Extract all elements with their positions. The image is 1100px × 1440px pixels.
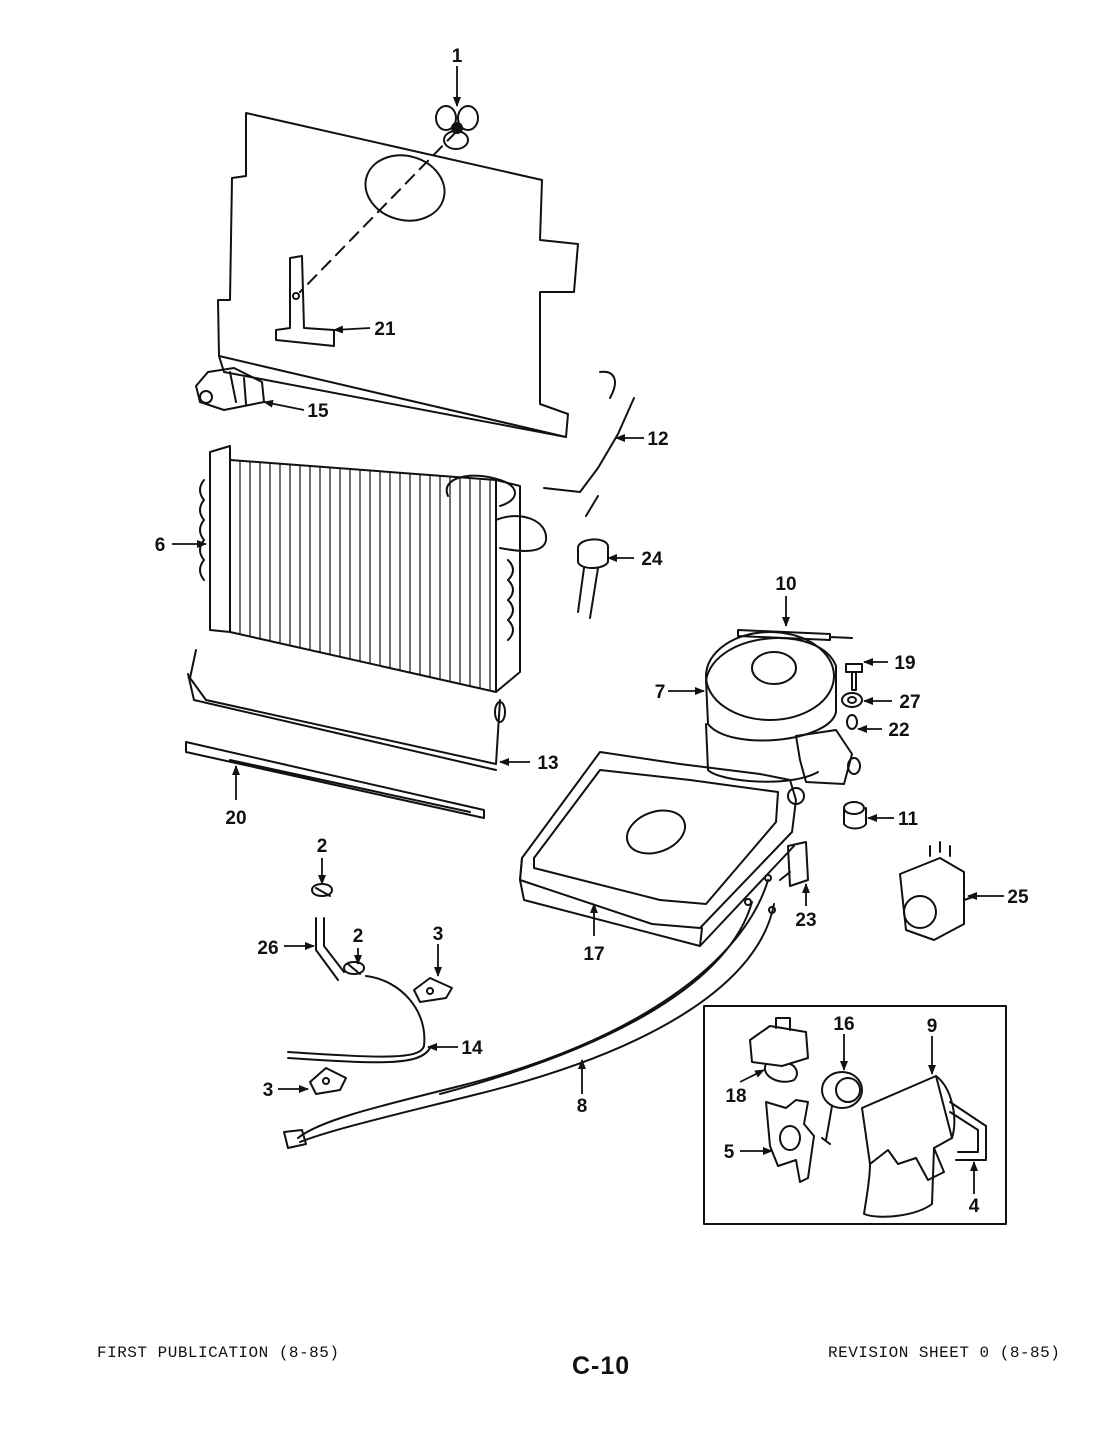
grommet bbox=[843, 801, 867, 830]
fan-motor bbox=[195, 367, 265, 411]
page-code: C-10 bbox=[572, 1352, 631, 1380]
callout-24: 24 bbox=[641, 549, 663, 570]
callout-7: 7 bbox=[655, 682, 666, 703]
capillary-tube bbox=[543, 397, 635, 493]
hose-clamp bbox=[311, 883, 333, 897]
back-panel bbox=[217, 112, 579, 438]
callout-25: 25 bbox=[1007, 887, 1029, 908]
leader-18 bbox=[739, 1069, 765, 1083]
defrost-timer bbox=[899, 841, 977, 941]
panel-lower-lip bbox=[218, 355, 567, 438]
leader-15 bbox=[263, 399, 305, 411]
callout-6: 6 bbox=[155, 535, 166, 556]
callout-15: 15 bbox=[307, 401, 329, 422]
callout-8: 8 bbox=[577, 1096, 588, 1117]
filter-drier bbox=[737, 629, 853, 641]
callout-1: 1 bbox=[452, 46, 463, 67]
callout-21: 21 bbox=[374, 319, 396, 340]
callout-14: 14 bbox=[461, 1038, 483, 1059]
fan-center-line bbox=[299, 131, 457, 293]
callout-19: 19 bbox=[894, 653, 915, 674]
tube-clip bbox=[413, 977, 453, 1003]
callout-11: 11 bbox=[898, 809, 919, 830]
fan-blade bbox=[435, 105, 479, 150]
hose-clamp bbox=[343, 961, 365, 975]
callout-12: 12 bbox=[647, 429, 668, 450]
wire-harness bbox=[283, 874, 776, 1149]
mounting-screw bbox=[845, 663, 863, 691]
tube-clip bbox=[309, 1067, 347, 1095]
drain-hose-long bbox=[287, 975, 431, 1064]
callout-4: 4 bbox=[969, 1196, 980, 1217]
drip-trough bbox=[185, 741, 485, 819]
retaining-strap bbox=[949, 1101, 987, 1161]
thermostat bbox=[821, 1071, 863, 1145]
callout-18: 18 bbox=[725, 1086, 746, 1107]
fan-bracket bbox=[275, 255, 335, 347]
condenser-coil bbox=[199, 445, 548, 693]
callout-17: 17 bbox=[583, 944, 604, 965]
fan-opening bbox=[364, 154, 446, 222]
callout-27: 27 bbox=[899, 692, 920, 713]
mounting-bracket bbox=[765, 1099, 815, 1183]
defrost-thermostat bbox=[577, 538, 609, 619]
callout-3b: 3 bbox=[263, 1080, 274, 1101]
callout-22: 22 bbox=[888, 720, 909, 741]
callout-9: 9 bbox=[927, 1016, 938, 1037]
spacer bbox=[846, 714, 858, 730]
footer-revision: REVISION SHEET 0 (8-85) bbox=[828, 1344, 1061, 1362]
callout-3a: 3 bbox=[433, 924, 444, 945]
leader-21 bbox=[333, 325, 371, 334]
drain-tube bbox=[187, 649, 506, 771]
footer-publication: FIRST PUBLICATION (8-85) bbox=[97, 1344, 340, 1362]
washer bbox=[841, 692, 863, 708]
pan-clip bbox=[779, 841, 809, 887]
callout-5: 5 bbox=[724, 1142, 735, 1163]
callout-16: 16 bbox=[833, 1014, 854, 1035]
callout-23: 23 bbox=[795, 910, 816, 931]
callout-20: 20 bbox=[225, 808, 246, 829]
component-cover bbox=[861, 1075, 956, 1218]
drain-pan bbox=[519, 751, 797, 947]
callout-13: 13 bbox=[537, 753, 558, 774]
inset-box bbox=[703, 1005, 1007, 1225]
drain-hose bbox=[315, 917, 345, 981]
callout-2a: 2 bbox=[317, 836, 328, 857]
callout-26: 26 bbox=[257, 938, 278, 959]
callout-2b: 2 bbox=[353, 926, 364, 947]
callout-10: 10 bbox=[775, 574, 796, 595]
drain-heater bbox=[749, 1017, 809, 1083]
